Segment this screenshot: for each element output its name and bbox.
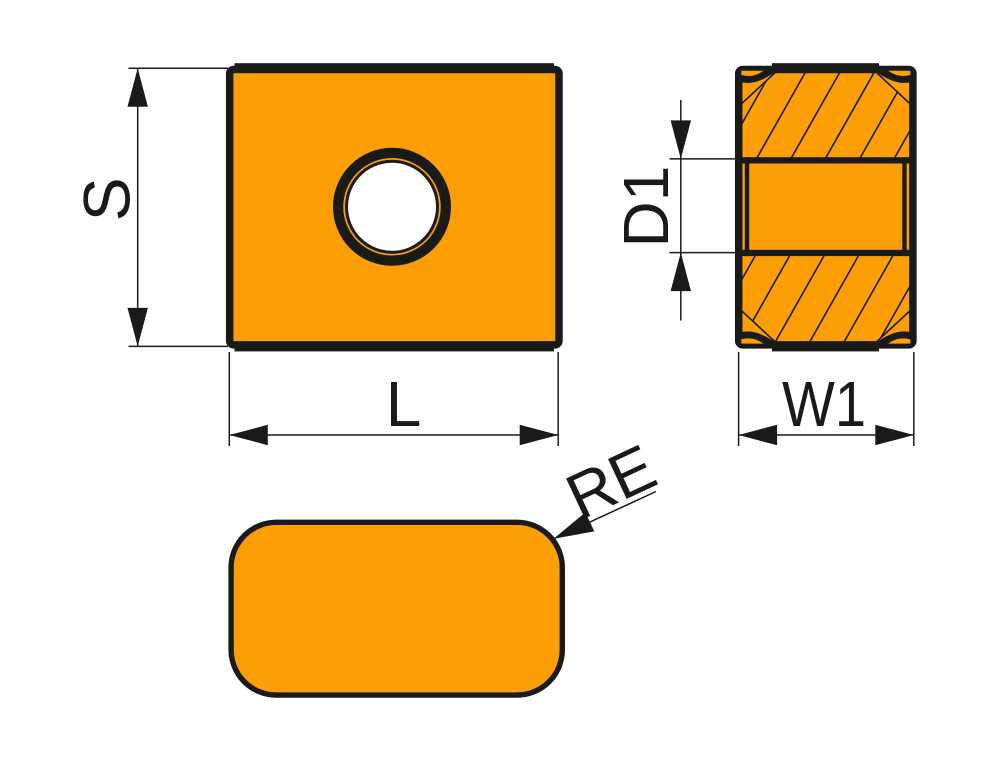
svg-text:W1: W1 bbox=[782, 368, 866, 440]
svg-text:L: L bbox=[386, 368, 422, 440]
svg-text:S: S bbox=[70, 177, 144, 221]
svg-text:D1: D1 bbox=[610, 166, 682, 248]
